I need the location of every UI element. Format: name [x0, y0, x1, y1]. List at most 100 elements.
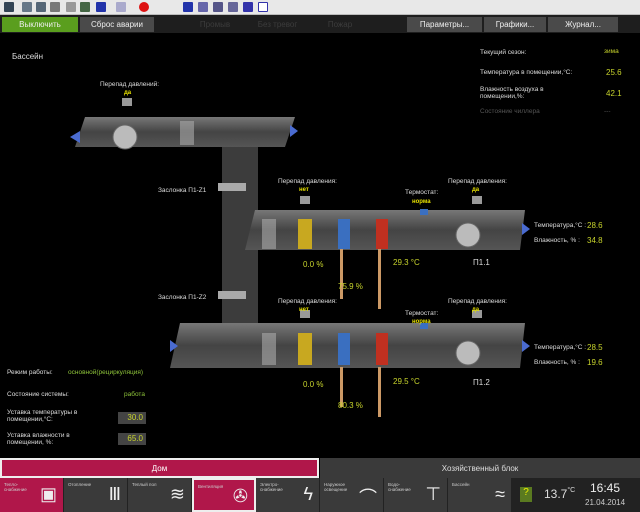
unit2-name: П1.2 — [473, 378, 490, 387]
fan-icon — [112, 124, 138, 150]
outdoor-temp: 13.7°С — [544, 487, 575, 501]
nav-label: Отопление — [68, 482, 92, 487]
state-value: работа — [124, 391, 145, 398]
reset-alarm-button[interactable]: Сброс аварии — [80, 17, 154, 32]
damper-icon — [180, 121, 194, 145]
humidity-setpoint-input[interactable]: 65.0 — [118, 433, 146, 445]
unit2-pressure1-value: нет — [299, 307, 309, 313]
unit1-pressure1-label: Перепад давления: — [278, 178, 337, 185]
thermostat-icon — [420, 209, 428, 215]
graphs-button[interactable]: Графики... — [484, 17, 546, 32]
toolbar-icon[interactable] — [22, 2, 32, 12]
floor-heating-icon: ≋ — [169, 484, 185, 504]
nav-electricity[interactable]: Электро-снабжение ϟ — [256, 478, 320, 512]
log-button[interactable]: Журнал... — [548, 17, 618, 32]
nav-pool[interactable]: Бассейн≈ — [448, 478, 512, 512]
street-light-icon: ⌒ — [359, 488, 377, 508]
unit1-valve2: 75.9 % — [338, 282, 363, 291]
air-arrow-icon — [522, 340, 530, 352]
unit2-hum-label: Влажность, % : — [534, 359, 580, 366]
no-alarms-button: Без тревог — [257, 20, 298, 29]
lightning-icon: ϟ — [303, 484, 313, 504]
clock-date: 21.04.2014 — [585, 498, 626, 507]
fan-icon — [455, 222, 481, 248]
flush-button: Промыв — [199, 20, 231, 29]
tab-utility-block[interactable]: Хозяйственный блок — [320, 458, 640, 478]
back-arrow-icon[interactable] — [96, 2, 106, 12]
toolbar-icon[interactable] — [213, 2, 223, 12]
fan-icon: ✇ — [232, 486, 248, 506]
room-humidity-value: 42.1 — [606, 89, 622, 98]
air-arrow-icon — [290, 125, 298, 137]
pressure-sensor-icon — [472, 310, 482, 318]
unit2-water-temp: 29.5 °С — [393, 377, 420, 386]
nav-heat-supply[interactable]: Тепло-снабжение ▣ — [0, 478, 64, 512]
ventilation-diagram — [70, 98, 530, 417]
nav-ventilation[interactable]: Вентиляция ✇ — [192, 478, 256, 512]
mode-label: Режим работы: — [7, 369, 53, 376]
tap-icon: ⊤ — [425, 484, 441, 504]
unit2-valve1: 0.0 % — [303, 380, 324, 389]
nav-outdoor-lighting[interactable]: Наружное освещение ⌒ — [320, 478, 384, 512]
thermostat-icon — [420, 323, 428, 329]
boiler-icon: ▣ — [39, 484, 57, 504]
unit2-valve2: 80.3 % — [338, 401, 363, 410]
room-humidity-label: Влажность воздуха в помещении,%: — [480, 86, 544, 100]
unit2-temp-value: 28.5 — [587, 343, 603, 352]
control-bar: Выключить Сброс аварии Промыв Без тревог… — [0, 15, 640, 33]
temp-unit: °С — [567, 487, 576, 494]
heater-icon — [376, 333, 388, 365]
grille-icon — [262, 219, 276, 249]
unit1-temp-label: Температура,°С : — [534, 222, 587, 229]
unit1-temp-value: 28.6 — [587, 221, 603, 230]
toolbar-icon[interactable] — [183, 2, 193, 12]
radiator-icon: Ⅲ — [108, 484, 121, 504]
toolbar-icon[interactable] — [66, 2, 76, 12]
off-button[interactable]: Выключить — [2, 17, 78, 32]
air-arrow-icon — [522, 223, 530, 235]
pressure-sensor-icon — [300, 196, 310, 204]
stop-icon[interactable] — [139, 2, 149, 12]
unit2-pressure1-label: Перепад давления: — [278, 298, 337, 305]
toolbar-icon[interactable] — [36, 2, 46, 12]
nav-label: Наружное освещение — [324, 482, 348, 492]
nav-water-supply[interactable]: Водо-снабжение ⊤ — [384, 478, 448, 512]
nav-label: Тепло-снабжение — [4, 482, 27, 492]
nav-label: Электро-снабжение — [260, 482, 283, 492]
top-pressure-label: Перепад давлений: — [100, 81, 160, 88]
unit2-thermostat-value: норма — [412, 319, 431, 325]
nav-heating[interactable]: Отопление Ⅲ — [64, 478, 128, 512]
toolbar-icon[interactable] — [228, 2, 238, 12]
mode-value: основной(рециркуляция) — [68, 369, 144, 376]
toolbar-icon[interactable] — [80, 2, 90, 12]
unit1-hum-label: Влажность, % : — [534, 237, 580, 244]
room-temp-label: Температура в помещении,°С: — [480, 69, 573, 76]
cooler-icon — [338, 219, 350, 249]
chiller-value: --- — [604, 108, 611, 115]
pressure-sensor-icon — [300, 310, 310, 318]
window-icon[interactable] — [258, 2, 268, 12]
app-toolbar — [0, 0, 640, 15]
season-value: зима — [604, 48, 619, 55]
help-button[interactable]: ? — [520, 487, 532, 502]
damper1-label: Заслонка П1-Z1 — [158, 187, 207, 194]
unit1-name: П1.1 — [473, 258, 490, 267]
toolbar-icon[interactable] — [198, 2, 208, 12]
parameters-button[interactable]: Параметры... — [407, 17, 482, 32]
forward-arrow-icon[interactable] — [116, 2, 126, 12]
toolbar-icon[interactable] — [243, 2, 253, 12]
grille-icon — [262, 333, 276, 365]
toolbar-icon[interactable] — [50, 2, 60, 12]
unit2-pressure2-value: да — [472, 307, 480, 313]
tab-home[interactable]: Дом — [0, 458, 319, 478]
toolbar-icon[interactable] — [4, 2, 14, 12]
nav-floor-heating[interactable]: Теплый пол≋ — [128, 478, 192, 512]
building-tabs: Дом Хозяйственный блок — [0, 458, 640, 478]
unit1-pressure2-value: да — [472, 187, 480, 193]
unit2-pressure2-label: Перепад давления: — [448, 298, 507, 305]
air-arrow-icon — [70, 131, 80, 143]
nav-label: Водо-снабжение — [388, 482, 411, 492]
temp-setpoint-input[interactable]: 30.0 — [118, 412, 146, 424]
nav-label: Вентиляция — [198, 484, 224, 489]
